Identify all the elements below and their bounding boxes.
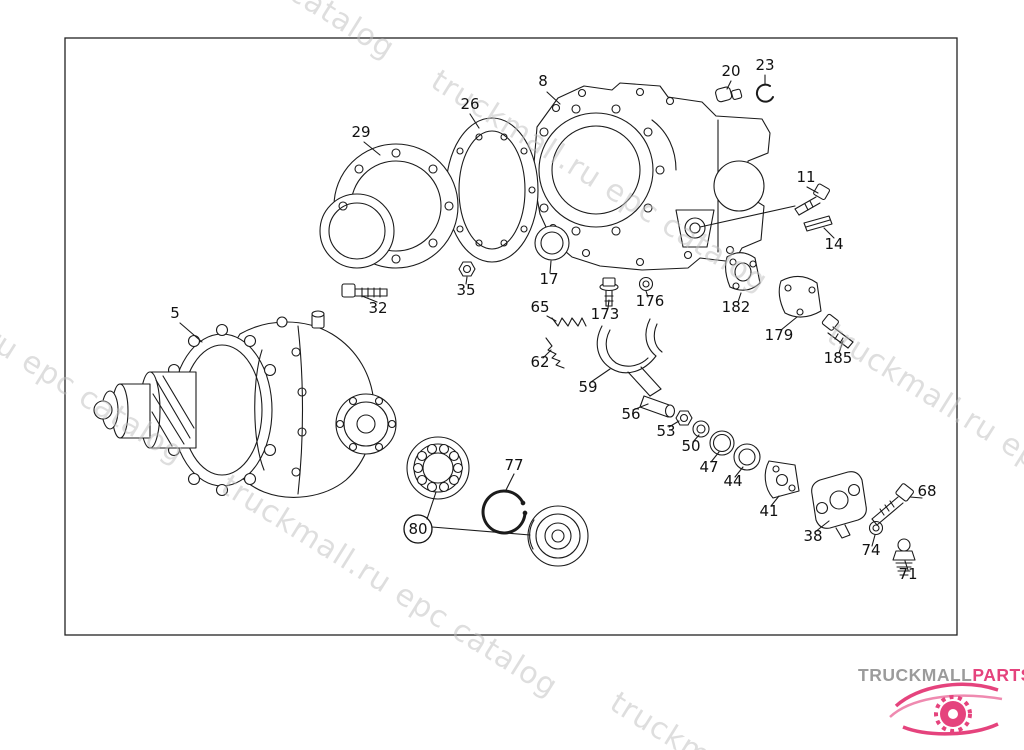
- spring-62-drawing: [545, 337, 565, 369]
- part-label-38: 38: [803, 527, 822, 545]
- part-label-29: 29: [351, 123, 370, 141]
- part-callout-circle-80: [403, 514, 433, 544]
- rear-housing-drawing: [527, 82, 771, 271]
- part-label-26: 26: [460, 95, 479, 113]
- watermark-text: truckmall.ru epc catalog: [0, 235, 191, 471]
- logo-gear-icon: [889, 682, 1003, 736]
- fork-shaft-drawing: [639, 395, 676, 418]
- watermark-text: truckmall.ru epc catalog: [215, 468, 564, 704]
- gasket-182-drawing: [724, 252, 761, 291]
- part-label-5: 5: [170, 304, 180, 322]
- part-label-11: 11: [796, 168, 815, 186]
- watermark-text: truckmall.ru epc catalog: [604, 685, 953, 750]
- washer-74-drawing: [868, 520, 884, 536]
- bolt-173-drawing: [599, 277, 619, 307]
- part-label-59: 59: [578, 378, 597, 396]
- part-label-41: 41: [759, 502, 778, 520]
- bolt-11-drawing: [794, 183, 831, 216]
- part-label-20: 20: [721, 62, 740, 80]
- part-label-77: 77: [504, 456, 523, 474]
- cup-44-drawing: [733, 443, 761, 471]
- part-label-176: 176: [636, 292, 665, 310]
- snap-ring-23-drawing: [755, 83, 774, 103]
- ring-47-drawing: [709, 430, 735, 456]
- bolt-185-drawing: [821, 313, 854, 349]
- snap-ring-drawing: [481, 489, 528, 535]
- part-label-179: 179: [765, 326, 794, 344]
- yoke-38-drawing: [811, 471, 867, 539]
- logo-text-pink: PARTS: [972, 665, 1024, 685]
- bolt-32-drawing: [341, 283, 388, 298]
- part-label-68: 68: [917, 482, 936, 500]
- leader-lines: [179, 74, 923, 571]
- part-label-65: 65: [530, 298, 549, 316]
- watermark-text: truckmall.ru epc catalog: [52, 0, 401, 66]
- part-label-14: 14: [824, 235, 843, 253]
- brand-logo: TRUCKMALLPARTS: [858, 665, 1024, 736]
- nut-35-drawing: [458, 261, 476, 277]
- gasket-41-drawing: [764, 460, 800, 499]
- part-label-17: 17: [539, 270, 558, 288]
- logo-text-gray: TRUCKMALL: [858, 665, 972, 685]
- part-label-173: 173: [591, 305, 620, 323]
- radial-seal-drawing: [534, 225, 570, 261]
- bolt-68-drawing: [871, 483, 914, 526]
- part-label-23: 23: [755, 56, 774, 74]
- logo-text: TRUCKMALLPARTS: [858, 665, 1024, 685]
- roller-bearing-drawing: [406, 436, 470, 500]
- washer-50-drawing: [692, 420, 710, 438]
- part-label-32: 32: [368, 299, 387, 317]
- sensor-71-drawing: [892, 538, 916, 576]
- release-bearing-drawing: [527, 505, 589, 567]
- cover-179-drawing: [778, 275, 822, 318]
- spring-65-drawing: [551, 317, 587, 327]
- part-label-44: 44: [723, 472, 742, 490]
- pin-14-drawing: [803, 215, 833, 232]
- shift-fork-drawing: [596, 318, 663, 397]
- washer-176-drawing: [638, 276, 654, 292]
- axle-assembly-drawing: [93, 310, 397, 498]
- part-label-71: 71: [898, 565, 917, 583]
- nut-53-drawing: [675, 410, 693, 426]
- diagram-border: [64, 37, 958, 636]
- plug-20-drawing: [715, 86, 743, 103]
- part-label-53: 53: [656, 422, 675, 440]
- part-label-74: 74: [861, 541, 880, 559]
- part-label-35: 35: [456, 281, 475, 299]
- part-label-50: 50: [681, 437, 700, 455]
- part-label-8: 8: [538, 72, 548, 90]
- part-label-182: 182: [722, 298, 751, 316]
- part-label-56: 56: [621, 405, 640, 423]
- flange-cover-drawing: [319, 143, 459, 269]
- part-label-80: 80: [408, 520, 427, 538]
- part-label-47: 47: [699, 458, 718, 476]
- part-label-185: 185: [824, 349, 853, 367]
- part-label-62: 62: [530, 353, 549, 371]
- part-labels-layer: 8 20 23 26 29 11 14 5 32 35 17 65 173 176 182 179 185 62 5…: [170, 56, 936, 583]
